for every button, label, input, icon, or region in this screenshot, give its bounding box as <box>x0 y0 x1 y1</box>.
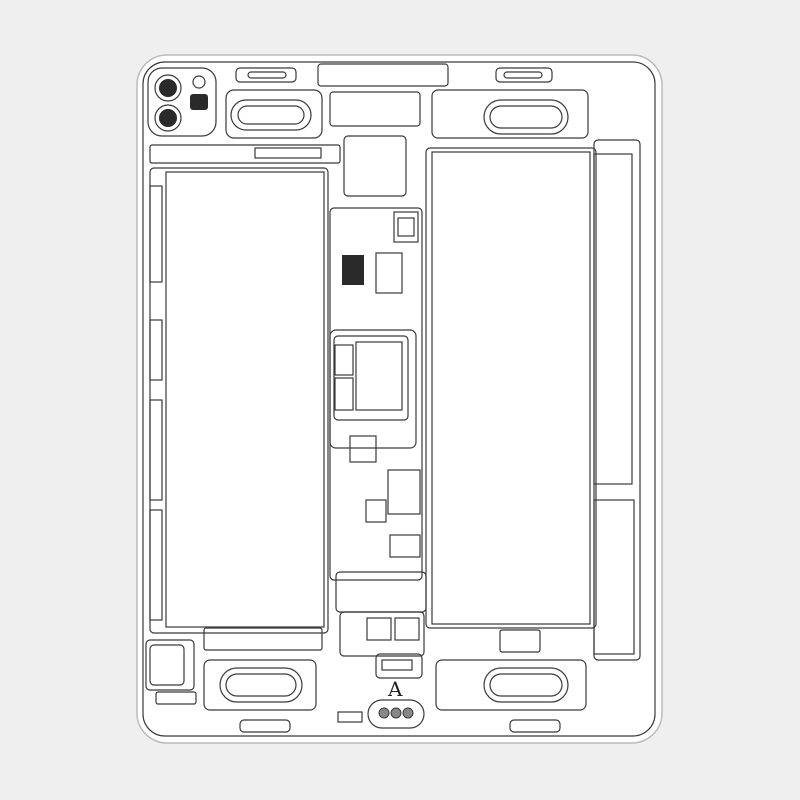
right-module-frame <box>593 139 641 661</box>
logic-board <box>329 135 427 657</box>
left-edge-connectors <box>149 185 163 621</box>
battery-left-cell <box>165 171 325 628</box>
camera-module-icon <box>147 67 217 137</box>
battery-right-cell <box>431 151 591 625</box>
inner-frame <box>142 61 656 737</box>
speaker-bottom-left <box>203 659 317 711</box>
logo-mark: A <box>387 677 403 701</box>
speaker-top-left <box>225 89 323 139</box>
battery-right <box>425 147 597 629</box>
speaker-bottom-right <box>435 659 587 711</box>
speaker-top-right <box>431 89 589 139</box>
top-components <box>149 63 553 164</box>
bottom-components <box>145 627 561 733</box>
